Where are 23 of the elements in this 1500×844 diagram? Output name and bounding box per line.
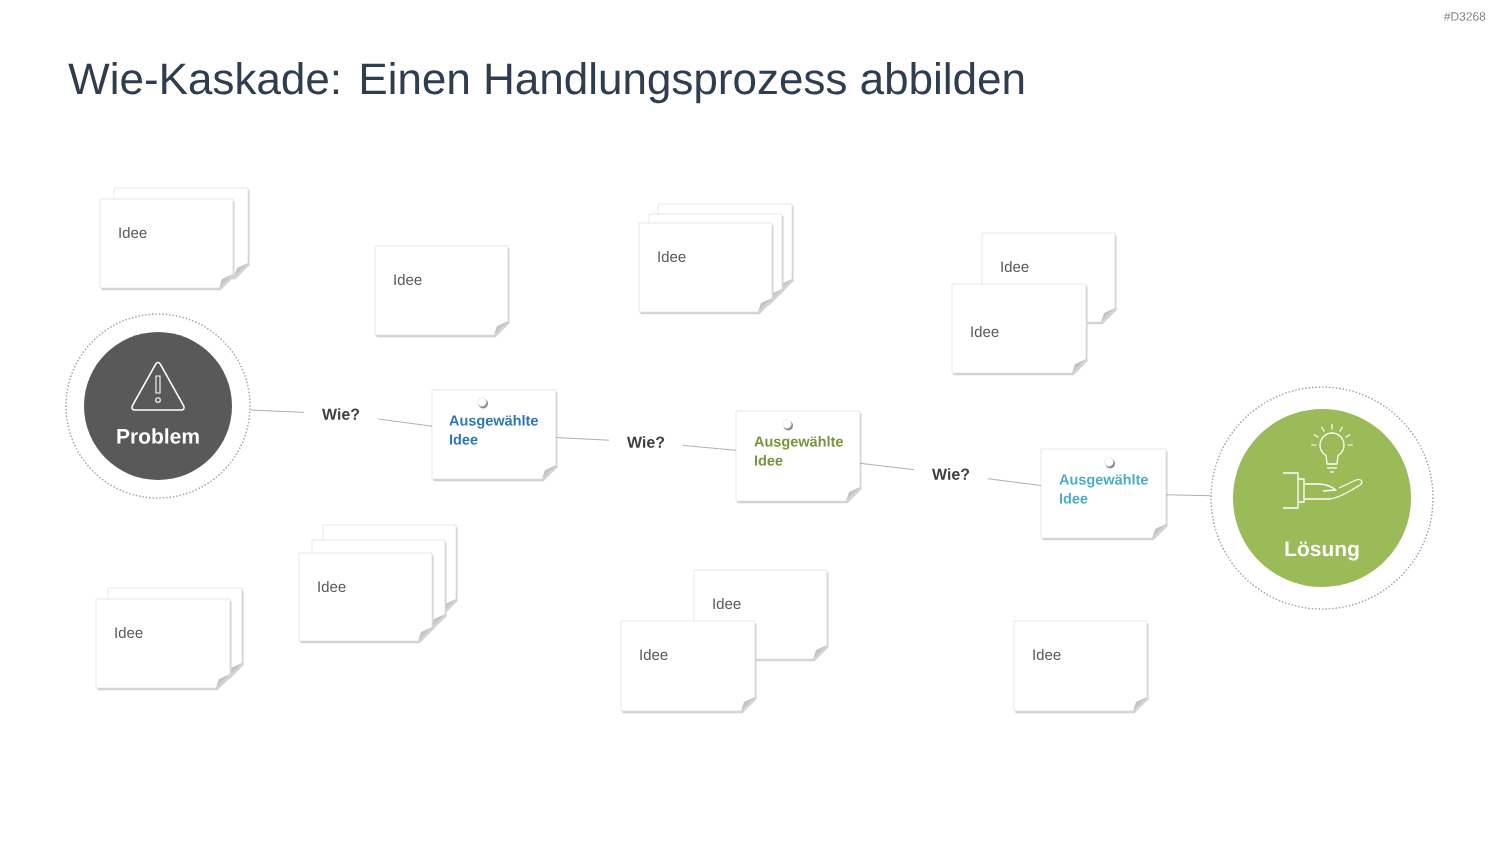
connector (1165, 494, 1211, 497)
connector (682, 444, 737, 451)
connector (250, 409, 305, 413)
title: Wie-Kaskade: Einen Handlungsprozess abbilden (68, 62, 1024, 104)
question-label: Wie? (932, 468, 970, 480)
note: Ausgewählte Idee (735, 410, 862, 504)
connector (987, 478, 1042, 486)
note: Ausgewählte Idee (431, 389, 558, 482)
note: Ausgewählte Idee (1040, 448, 1168, 541)
connector (859, 462, 915, 471)
note: Idee (298, 552, 434, 644)
note: Idee (620, 620, 757, 714)
note: Idee (638, 222, 774, 315)
code-label: #D3268 (1443, 12, 1486, 21)
note: Idee (99, 198, 235, 291)
note: Idee (1013, 620, 1149, 714)
note: Idee (951, 283, 1088, 376)
question-label: Wie? (627, 436, 665, 448)
note: Idee (374, 245, 510, 338)
question-label: Wie? (322, 408, 360, 420)
connector (555, 437, 610, 441)
note: Idee (95, 598, 232, 691)
connector (377, 418, 433, 427)
